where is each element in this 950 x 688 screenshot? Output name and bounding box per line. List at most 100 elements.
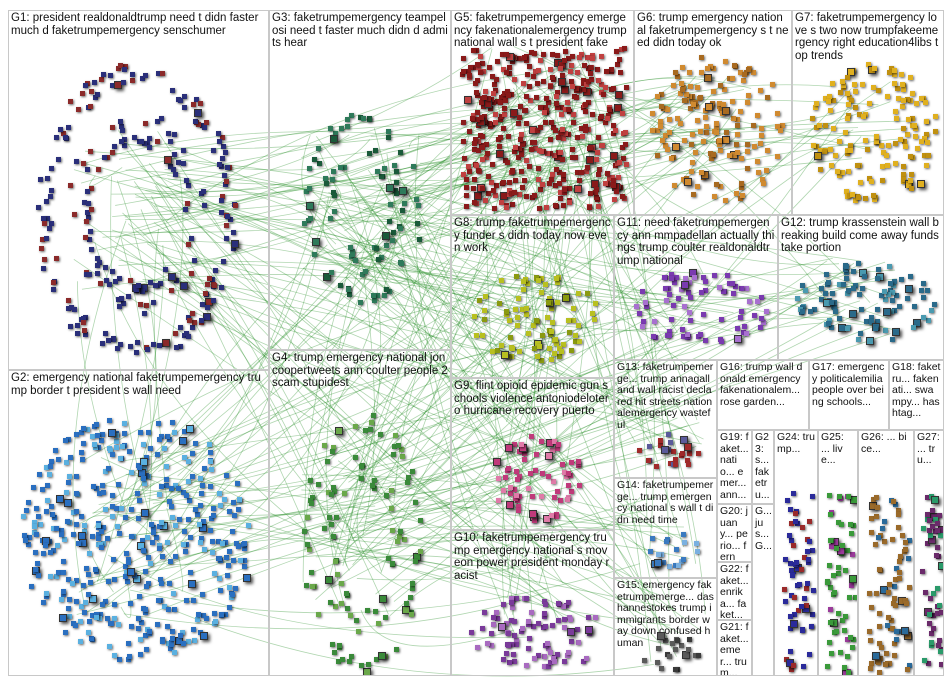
node-icon xyxy=(482,609,488,615)
node-icon xyxy=(668,440,674,446)
group-g11-box[interactable]: G11: need faketrumpemergency ann mmpadel… xyxy=(614,215,778,360)
node-icon xyxy=(463,176,469,182)
group-g3-box[interactable]: G3: faketrumpemergency teampelosi need t… xyxy=(269,10,451,350)
node-icon xyxy=(117,455,123,461)
group-g20-box[interactable]: G20: juany... perio... ferna... xyxy=(717,504,752,562)
node-icon xyxy=(137,302,143,308)
node-icon xyxy=(43,198,49,204)
edge-line xyxy=(156,176,896,331)
edge-line xyxy=(368,165,580,213)
group-g26-box[interactable]: G26: ... bice... xyxy=(858,430,914,676)
node-icon xyxy=(109,620,115,626)
group-g13-box[interactable]: G13: faketrumpemerge... trump annagallan… xyxy=(614,360,717,478)
node-icon xyxy=(800,308,806,314)
group-g27-box[interactable]: G27: ... tru... xyxy=(914,430,944,676)
node-icon xyxy=(521,596,527,602)
group-g19-box[interactable]: G19: faket... natio... emer... ann... xyxy=(717,430,752,504)
group-g6-nodes xyxy=(635,11,791,214)
node-icon xyxy=(485,95,491,101)
node-icon xyxy=(523,93,529,99)
group-g7-box[interactable]: G7: faketrumpemergency love s two now tr… xyxy=(792,10,944,215)
edge-line xyxy=(397,173,533,619)
node-icon xyxy=(158,115,164,121)
group-g12-box[interactable]: G12: trump krassenstein wall breaking bu… xyxy=(778,215,944,360)
node-icon xyxy=(586,204,592,210)
node-icon xyxy=(511,441,517,447)
node-icon xyxy=(154,535,160,541)
edge-line xyxy=(145,139,371,193)
group-g10-box[interactable]: G10: faketrumpemergency trump emergency … xyxy=(451,530,614,676)
group-g14-box[interactable]: G14: faketrumpemerge... trump emergency … xyxy=(614,478,717,578)
node-icon xyxy=(203,616,209,622)
group-g23-box[interactable]: G23: s... faketru... xyxy=(752,430,774,504)
group-g18-box[interactable]: G18: faketru... fakenati... swampy... ha… xyxy=(889,360,944,430)
edge-line xyxy=(363,206,896,276)
node-icon xyxy=(227,164,233,170)
node-icon xyxy=(840,282,846,288)
node-icon xyxy=(836,281,842,287)
node-icon xyxy=(643,304,649,310)
node-icon xyxy=(481,308,487,314)
group-g5-box[interactable]: G5: faketrumpemergency emergency fakenat… xyxy=(451,10,634,215)
node-icon xyxy=(90,612,96,618)
edge-line xyxy=(413,441,499,512)
node-icon xyxy=(496,498,502,504)
node-icon xyxy=(927,517,933,523)
node-icon xyxy=(901,626,910,635)
node-icon xyxy=(501,180,507,186)
group-mini-cluster-column[interactable]: G... jus... G... xyxy=(752,504,774,676)
edge-line xyxy=(304,230,702,445)
group-g11-nodes xyxy=(615,216,777,359)
group-g16-box[interactable]: G16: trump wall donald emergency fakenat… xyxy=(717,360,809,430)
node-icon xyxy=(620,155,626,161)
group-g17-box[interactable]: G17: emergency politicalemilia people ov… xyxy=(809,360,889,430)
group-g4-box[interactable]: G4: trump emergency national joncoopertw… xyxy=(269,350,451,676)
node-icon xyxy=(924,511,930,517)
node-icon xyxy=(714,181,720,187)
group-g8-box[interactable]: G8: trump faketrumpemergency funder s di… xyxy=(451,215,614,378)
node-icon xyxy=(545,664,551,670)
group-g25-nodes xyxy=(819,431,857,675)
group-g9-box[interactable]: G9: flint opioid epidemic gun schools vi… xyxy=(451,378,614,530)
node-icon xyxy=(506,65,512,71)
group-g25-box[interactable]: G25: ... live... xyxy=(818,430,858,676)
edge-line xyxy=(331,466,569,562)
node-icon xyxy=(801,555,807,561)
node-icon xyxy=(687,309,693,315)
node-icon xyxy=(688,168,694,174)
node-icon xyxy=(594,150,600,156)
group-g27-label: G27: ... tru... xyxy=(917,431,940,466)
edge-line xyxy=(119,515,676,610)
group-g24-box[interactable]: G24: trump... xyxy=(774,430,818,676)
group-g15-box[interactable]: G15: emergency faketrumpemerge... dashan… xyxy=(614,578,717,676)
group-g1-box[interactable]: G1: president realdonaldtrump need t did… xyxy=(8,10,269,370)
node-icon xyxy=(519,141,525,147)
node-icon xyxy=(491,621,497,627)
node-icon xyxy=(884,162,890,168)
node-icon xyxy=(688,106,694,112)
node-icon xyxy=(745,92,751,98)
node-icon xyxy=(745,148,751,154)
node-icon xyxy=(500,351,509,360)
node-icon xyxy=(908,177,914,183)
node-icon xyxy=(235,543,241,549)
node-icon xyxy=(142,481,148,487)
group-g21-box[interactable]: G21: faket... emer... trum... xyxy=(717,620,752,676)
node-icon xyxy=(88,89,94,95)
node-icon xyxy=(934,552,940,558)
node-icon xyxy=(695,549,701,555)
node-icon xyxy=(560,177,566,183)
node-icon xyxy=(734,150,740,156)
node-icon xyxy=(709,156,715,162)
node-icon xyxy=(616,57,622,63)
node-icon xyxy=(671,182,677,188)
node-icon xyxy=(114,438,120,444)
group-g22-box[interactable]: G22: faket... enrika... faket... xyxy=(717,562,752,620)
node-icon xyxy=(531,322,537,328)
group-g2-box[interactable]: G2: emergency national faketrumpemergenc… xyxy=(8,370,269,676)
node-icon xyxy=(739,309,745,315)
group-g6-box[interactable]: G6: trump emergency national faketrumpem… xyxy=(634,10,792,215)
node-icon xyxy=(669,641,675,647)
node-icon xyxy=(135,283,141,289)
node-icon xyxy=(141,141,147,147)
